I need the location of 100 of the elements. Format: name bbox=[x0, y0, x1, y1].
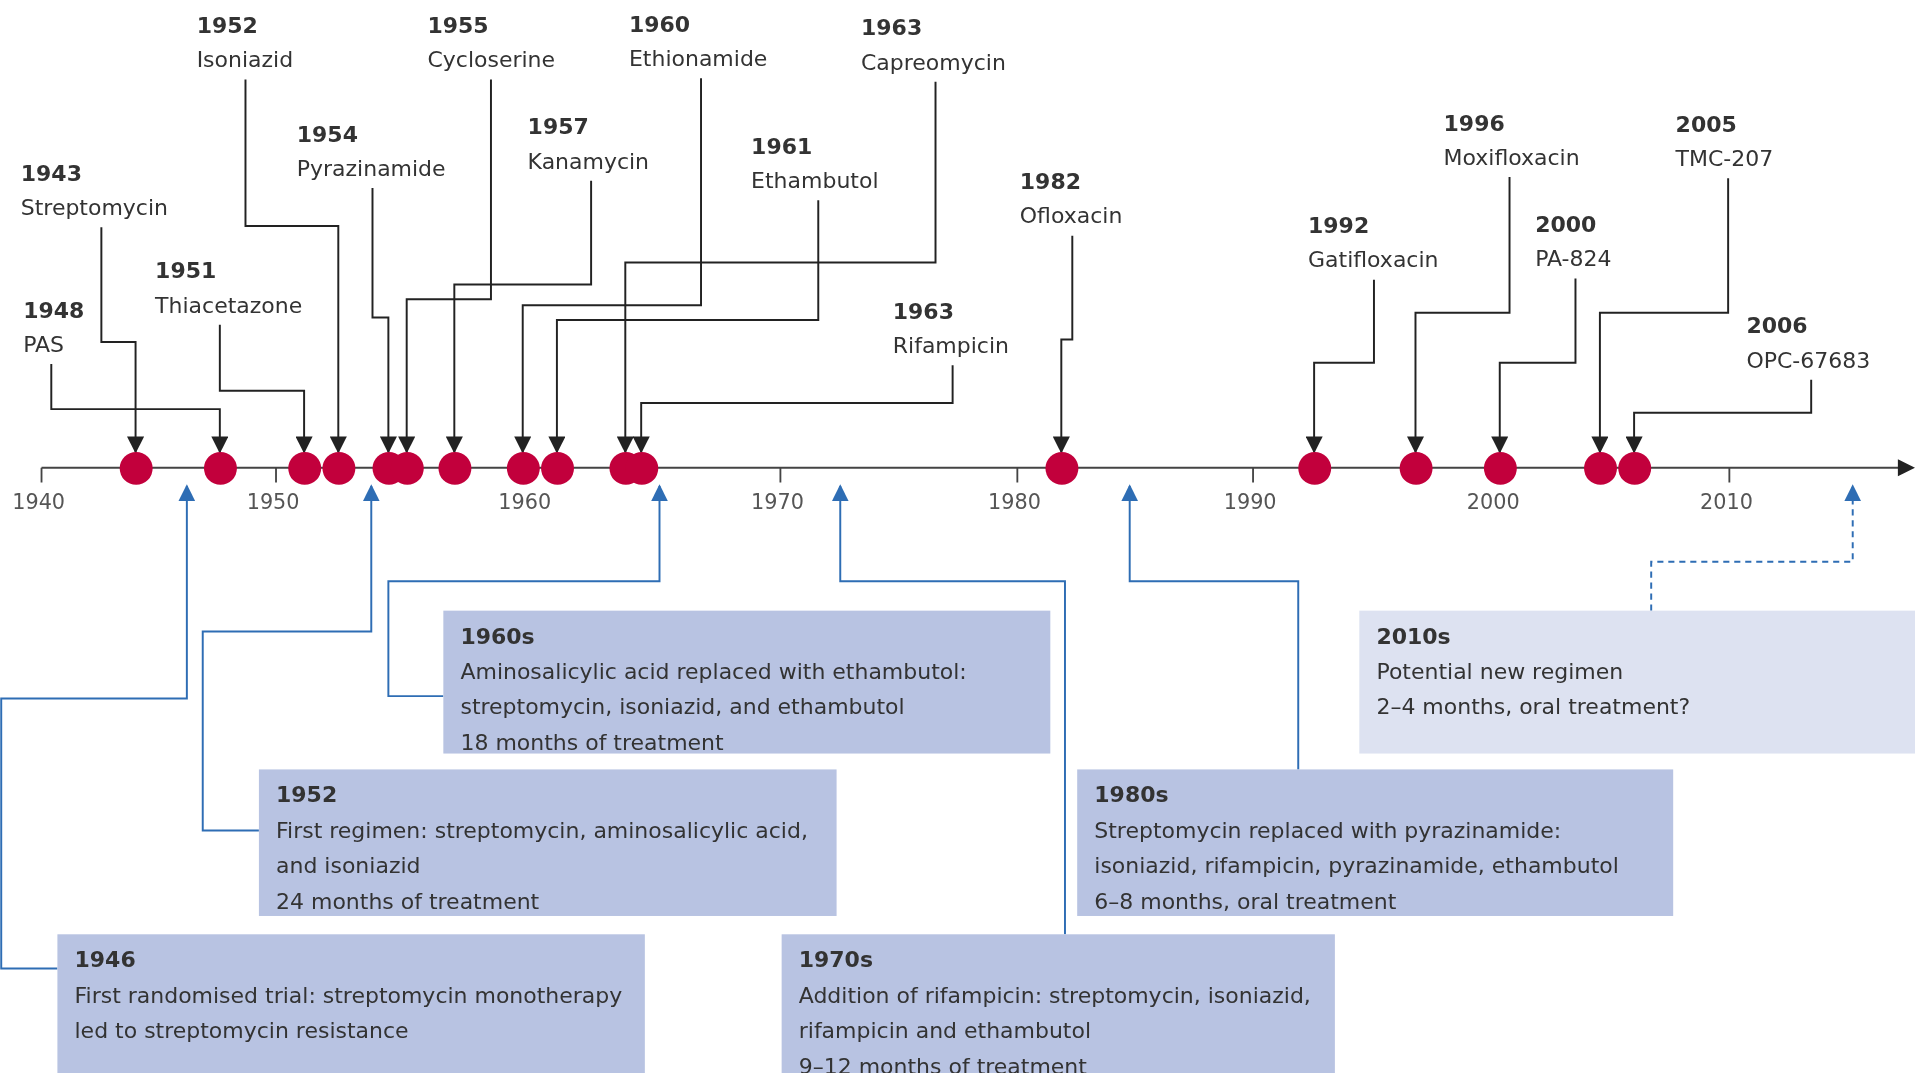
arrow bbox=[201, 484, 380, 832]
drug-name: Ethambutol bbox=[751, 166, 879, 195]
year-label: 1943 bbox=[20, 159, 83, 188]
drug-name: Moxifloxacin bbox=[1443, 143, 1580, 172]
arrow bbox=[371, 187, 397, 454]
timeline-dot bbox=[1618, 451, 1652, 485]
box-text: Potential new regimen bbox=[1376, 657, 1624, 686]
arrow bbox=[632, 364, 954, 454]
timeline-dot bbox=[1584, 451, 1617, 485]
box-text: 2–4 months, oral treatment? bbox=[1376, 692, 1691, 722]
arrow bbox=[100, 226, 145, 454]
box-heading: 1952 bbox=[276, 780, 338, 810]
box-text: 18 months of treatment bbox=[460, 728, 724, 757]
axis-year-label: 1980 bbox=[988, 489, 1041, 515]
box-text: 6–8 months, oral treatment bbox=[1094, 886, 1397, 916]
drug-name: Gatifloxacin bbox=[1308, 245, 1439, 275]
year-label: 1954 bbox=[296, 119, 359, 149]
drug-name: Cycloserine bbox=[427, 45, 556, 75]
info-box bbox=[258, 769, 837, 916]
arrow bbox=[548, 199, 820, 454]
info-box bbox=[57, 934, 645, 1073]
box-heading: 1960s bbox=[460, 621, 535, 651]
axis-year-label: 2000 bbox=[1466, 489, 1520, 515]
year-label: 2000 bbox=[1535, 210, 1598, 239]
timeline-dot bbox=[322, 451, 356, 485]
drug-name: Kanamycin bbox=[527, 146, 650, 176]
drug-name: OPC-67683 bbox=[1746, 345, 1871, 375]
drug-name: Ethionamide bbox=[628, 44, 768, 73]
box-text: 9–12 months of treatment bbox=[798, 1051, 1087, 1073]
year-label: 1963 bbox=[892, 297, 955, 326]
arrow bbox=[398, 78, 492, 454]
arrow bbox=[1591, 177, 1730, 454]
timeline-dot bbox=[506, 451, 540, 485]
axis-year-label: 1950 bbox=[246, 489, 300, 515]
year-label: 1996 bbox=[1443, 108, 1506, 138]
drug-name: Rifampicin bbox=[892, 331, 1009, 360]
timeline-dot bbox=[1399, 451, 1433, 485]
timeline-dot bbox=[288, 451, 322, 485]
box-text: Aminosalicylic acid replaced with ethambutol: streptomycin, isoniazid, and ethambutol bbox=[460, 657, 968, 722]
info-box bbox=[781, 934, 1335, 1073]
box-heading: 2010s bbox=[1376, 621, 1451, 651]
year-label: 1957 bbox=[527, 112, 590, 142]
timeline-dot bbox=[119, 451, 153, 485]
drug-name: PAS bbox=[23, 329, 66, 359]
year-label: 1955 bbox=[427, 11, 490, 40]
year-label: 1948 bbox=[23, 295, 85, 325]
box-text: Addition of rifampicin: streptomycin, isoniazid, rifampicin and ethambutol bbox=[798, 980, 1312, 1045]
timeline-dot bbox=[1483, 451, 1517, 485]
arrow bbox=[1650, 484, 1862, 612]
arrow bbox=[514, 77, 702, 454]
box-heading: 1946 bbox=[74, 945, 136, 975]
axis-year-label: 1970 bbox=[751, 489, 804, 515]
arrow bbox=[1491, 277, 1577, 454]
year-label: 1952 bbox=[196, 11, 259, 40]
axis-year-label: 1990 bbox=[1223, 489, 1277, 515]
arrow bbox=[616, 80, 937, 454]
timeline-dot bbox=[203, 451, 237, 485]
arrow bbox=[387, 484, 669, 698]
drug-name: Isoniazid bbox=[196, 45, 294, 75]
drug-name: TMC-207 bbox=[1675, 144, 1774, 173]
info-box bbox=[1077, 769, 1674, 916]
year-label: 1951 bbox=[155, 256, 218, 286]
info-box bbox=[1359, 610, 1915, 754]
drug-name: PA-824 bbox=[1535, 244, 1612, 274]
arrow bbox=[218, 323, 313, 454]
drug-name: Ofloxacin bbox=[1019, 201, 1123, 231]
axis-year-label: 2010 bbox=[1700, 489, 1753, 515]
box-text: First randomised trial: streptomycin monotherapy led to streptomycin resistance bbox=[74, 980, 624, 1045]
arrow bbox=[445, 179, 593, 454]
arrow bbox=[1052, 234, 1074, 454]
year-label: 2006 bbox=[1746, 311, 1809, 341]
year-label: 1992 bbox=[1308, 211, 1371, 241]
axis-year-label: 1960 bbox=[498, 489, 552, 515]
arrow bbox=[1305, 278, 1375, 454]
arrow bbox=[244, 78, 347, 454]
box-heading: 1970s bbox=[798, 945, 873, 975]
arrow bbox=[50, 362, 229, 454]
axis-year-label: 1940 bbox=[12, 489, 66, 515]
year-label: 1961 bbox=[751, 132, 814, 161]
timeline-dot bbox=[1045, 451, 1079, 485]
year-label: 1963 bbox=[861, 13, 924, 43]
drug-name: Pyrazinamide bbox=[296, 154, 446, 183]
year-label: 1960 bbox=[628, 10, 692, 39]
box-text: First regimen: streptomycin, aminosalicylic acid, and isoniazid bbox=[276, 816, 809, 881]
arrow bbox=[0, 484, 196, 970]
arrow bbox=[1406, 176, 1511, 454]
year-label: 1982 bbox=[1019, 167, 1082, 197]
arrow bbox=[831, 484, 1066, 936]
timeline-dot bbox=[1298, 451, 1332, 485]
drug-name: Capreomycin bbox=[861, 47, 1006, 77]
box-text: 24 months of treatment bbox=[276, 886, 540, 916]
year-label: 2005 bbox=[1675, 110, 1738, 139]
timeline-dot bbox=[541, 451, 574, 485]
box-text: Streptomycin replaced with pyrazinamide: isoniazid, rifampicin, pyrazinamide, ethambutol bbox=[1094, 816, 1620, 881]
arrow bbox=[1625, 378, 1813, 454]
box-heading: 1980s bbox=[1094, 780, 1169, 810]
arrow bbox=[1121, 484, 1300, 771]
timeline-dot bbox=[438, 451, 472, 485]
drug-name: Streptomycin bbox=[20, 193, 168, 222]
info-box bbox=[443, 610, 1051, 754]
